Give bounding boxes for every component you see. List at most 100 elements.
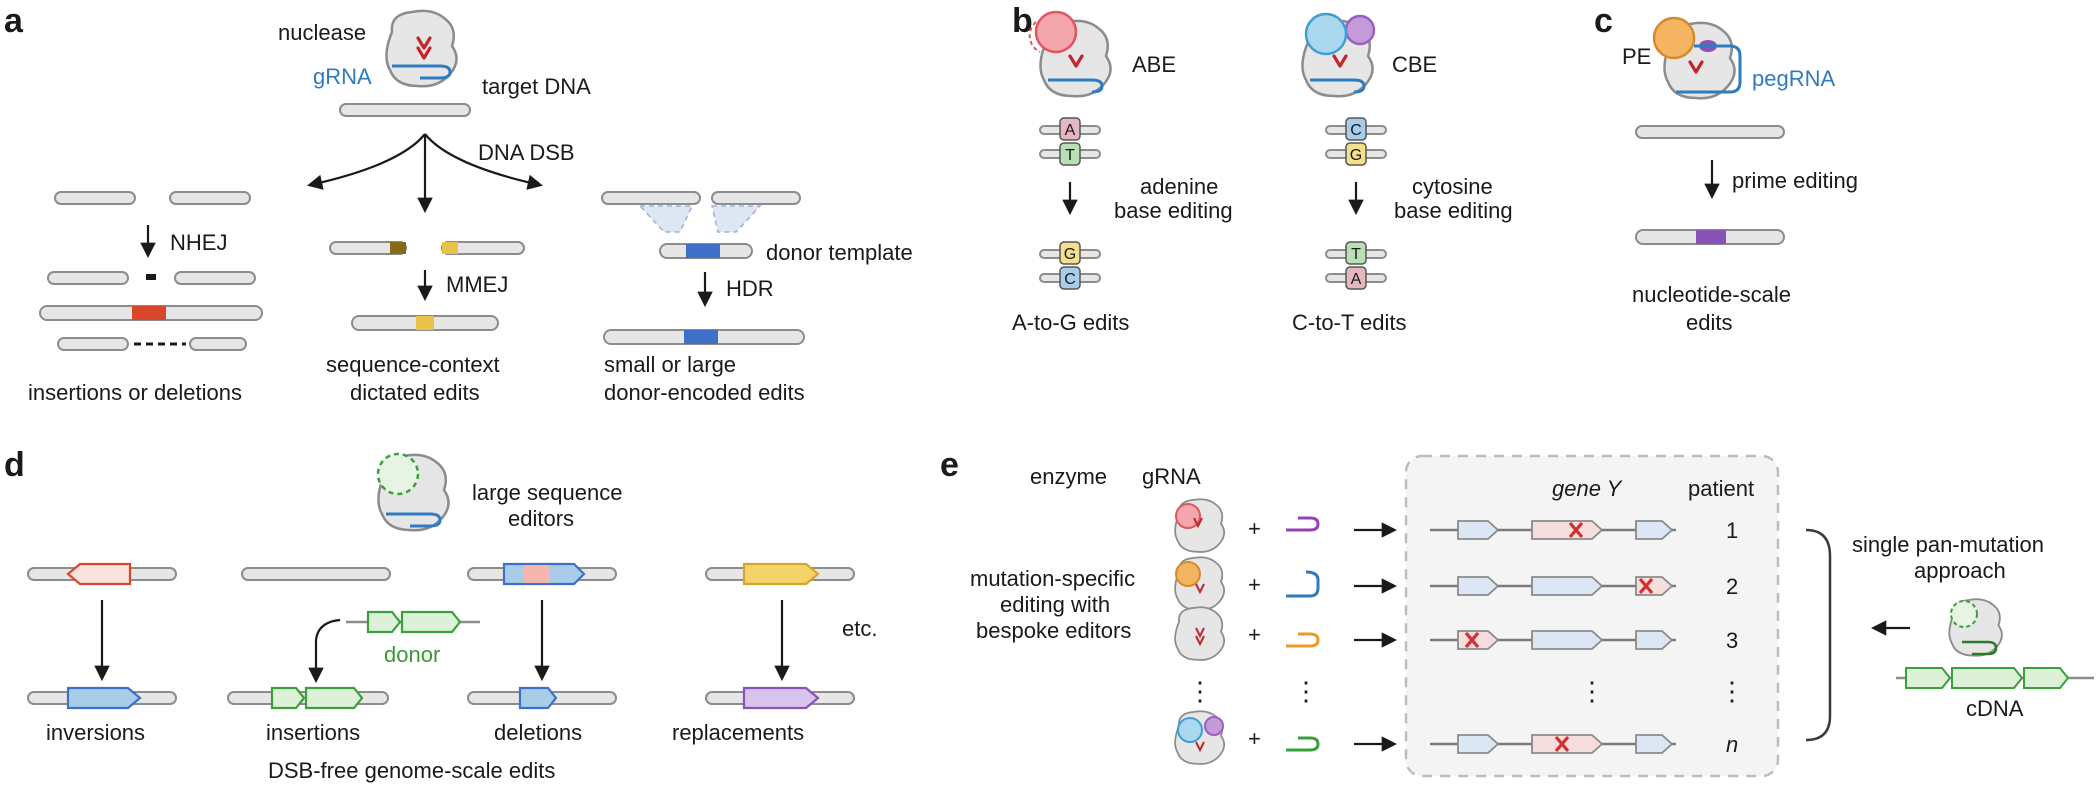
- inv-gene-forward: [66, 686, 142, 710]
- hdr-outcome-1: small or large: [604, 352, 736, 377]
- panel-label-a: a: [4, 2, 24, 40]
- nhej-label: NHEJ: [170, 230, 227, 255]
- inversions-label: inversions: [46, 720, 145, 745]
- panel-label-c: c: [1594, 2, 1613, 40]
- grna-header: gRNA: [1142, 464, 1201, 489]
- hdr-dna-right: [711, 191, 801, 205]
- panel-d-caption: DSB-free genome-scale edits: [268, 758, 555, 783]
- ins-gene-a: [270, 686, 306, 710]
- arrow-to-hdr: [424, 133, 544, 190]
- donor-gene-b: [400, 610, 462, 634]
- mmej-label: MMEJ: [446, 272, 508, 297]
- rep-gene-after: [742, 686, 820, 710]
- cbe-enzyme-icon: [1301, 12, 1376, 98]
- patient-3: 3: [1726, 628, 1738, 653]
- mutation-x-icon: [1638, 577, 1654, 595]
- cbe-base-t: T: [1351, 246, 1361, 263]
- panel-label-e: e: [940, 446, 959, 484]
- patient-row-1: [1430, 520, 1676, 540]
- pe-edit-mark: [1696, 230, 1726, 244]
- plus-row3: +: [1248, 622, 1261, 647]
- patient-bracket: [1805, 528, 1832, 742]
- mmej-outcome-1: sequence-context: [326, 352, 500, 377]
- mutation-x-icon: [1554, 735, 1570, 753]
- cbe-base-pair-after: [1325, 241, 1387, 290]
- etc-label: etc.: [842, 616, 877, 641]
- broken-dna-left: [54, 191, 136, 205]
- dsb-label: DNA DSB: [478, 140, 575, 165]
- patient-n: n: [1726, 732, 1738, 757]
- panel-e: e enzyme gRNA mutation-specific editing …: [940, 446, 2094, 778]
- patient-header: patient: [1688, 476, 1754, 501]
- abe-base-t: T: [1065, 147, 1075, 164]
- panel-label-b: b: [1012, 2, 1033, 40]
- rown-grna-icon: [1286, 736, 1320, 752]
- patient-row-3: [1430, 630, 1676, 650]
- abe-base-g: G: [1064, 246, 1076, 263]
- target-dna: [339, 103, 471, 117]
- cbe-base-pair-before: [1325, 117, 1387, 166]
- pe-outcome-1: nucleotide-scale: [1632, 282, 1791, 307]
- cbe-desc-1: cytosine: [1412, 174, 1493, 199]
- pe-desc: prime editing: [1732, 168, 1858, 193]
- donor-gene-a: [366, 610, 402, 634]
- mmej-outcome-2: dictated edits: [350, 380, 480, 405]
- rep-gene-before: [742, 562, 820, 586]
- cdna-exon-3: [2023, 667, 2070, 689]
- cbe-label: CBE: [1392, 52, 1437, 77]
- grna-label: gRNA: [313, 64, 372, 89]
- row3-enzyme-icon: [1174, 606, 1226, 661]
- replacements-label: replacements: [672, 720, 804, 745]
- lse-label-2: editors: [508, 506, 574, 531]
- arrow-to-nhej: [306, 133, 426, 190]
- hdr-outcome-2: donor-encoded edits: [604, 380, 805, 405]
- target-dna-label: target DNA: [482, 74, 591, 99]
- enzyme-header: enzyme: [1030, 464, 1107, 489]
- panel-b: b ABE CBE A T adenine base: [1012, 2, 1513, 335]
- abe-base-pair-before: [1039, 117, 1101, 166]
- gene-dots: ⋮: [1579, 676, 1605, 706]
- nhej-outcome: insertions or deletions: [28, 380, 242, 405]
- hdr-homology-left: [638, 205, 694, 233]
- cbe-desc-2: base editing: [1394, 198, 1513, 223]
- lse-label-1: large sequence: [472, 480, 622, 505]
- broken-dna-right: [169, 191, 251, 205]
- panel-d: d large sequence editors inversions dono…: [4, 446, 877, 783]
- plus-row2: +: [1248, 572, 1261, 597]
- nhej-dna-3b: [189, 337, 247, 351]
- inv-gene-reverse: [66, 562, 132, 586]
- nhej-small-del: [146, 274, 156, 280]
- enzyme-dots: ⋮: [1187, 676, 1213, 706]
- mmej-microhomology-right: [442, 242, 458, 254]
- nuclease-enzyme-icon: [385, 9, 458, 88]
- donor-label: donor: [384, 642, 440, 667]
- hdr-dna-left: [601, 191, 701, 205]
- mmej-microhomology-left: [390, 242, 406, 254]
- del-gene-after: [518, 686, 558, 710]
- patient-row-n: [1430, 734, 1676, 754]
- panel-a: a nuclease gRNA target DNA DNA DSB NHEJ …: [4, 2, 913, 405]
- large-sequence-editor-icon: [376, 452, 450, 532]
- patient-dots: ⋮: [1719, 676, 1745, 706]
- left-desc-3: bespoke editors: [976, 618, 1131, 643]
- nhej-dna-1b: [174, 271, 256, 285]
- mutation-x-icon: [1568, 521, 1584, 539]
- donor-insert: [686, 244, 720, 258]
- row2-grna-icon: [1286, 570, 1320, 598]
- pe-outcome-2: edits: [1686, 310, 1732, 335]
- abe-desc-2: base editing: [1114, 198, 1233, 223]
- pegrna-label: pegRNA: [1752, 66, 1835, 91]
- cdna-exon-2: [1951, 667, 2024, 689]
- deletions-label: deletions: [494, 720, 582, 745]
- abe-enzyme-icon: [1028, 10, 1112, 98]
- insertions-label: insertions: [266, 720, 360, 745]
- patient-2: 2: [1726, 574, 1738, 599]
- left-desc-1: mutation-specific: [970, 566, 1135, 591]
- plus-row1: +: [1248, 516, 1261, 541]
- mmej-result-mark: [416, 316, 434, 330]
- plus-rown: +: [1248, 726, 1261, 751]
- abe-desc-1: adenine: [1140, 174, 1218, 199]
- panel-c: c PE pegRNA prime editing nucleotide-sca…: [1594, 2, 1858, 335]
- del-region: [524, 565, 550, 583]
